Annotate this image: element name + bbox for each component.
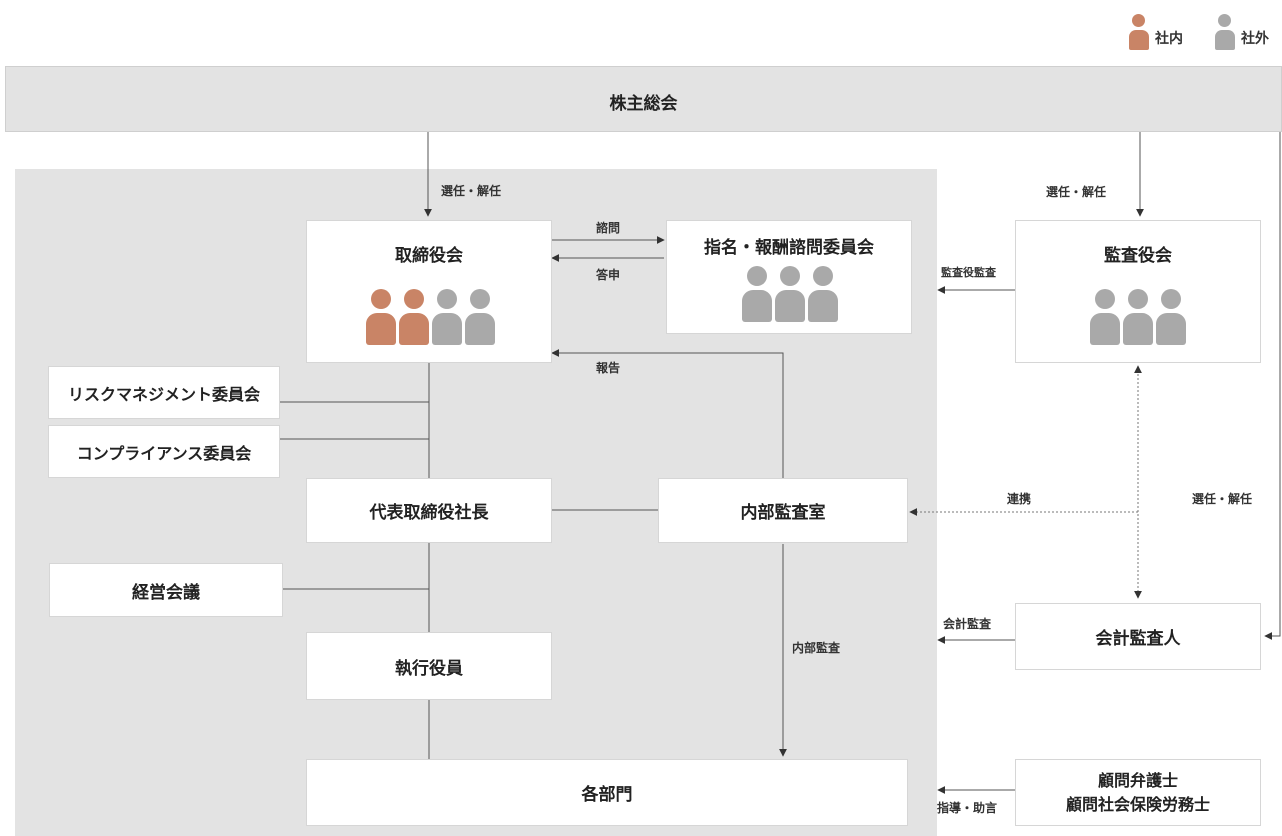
outside-person-icon <box>465 289 495 345</box>
departments-box: 各部門 <box>306 759 908 826</box>
compliance-committee-box: コンプライアンス委員会 <box>48 425 280 478</box>
guidance-label: 指導・助言 <box>937 801 998 815</box>
inside-person-icon <box>366 289 396 345</box>
outside-person-icon <box>432 289 462 345</box>
consult-label: 諮問 <box>596 221 621 235</box>
outside-person-icon <box>775 266 805 322</box>
legend-outside-label: 社外 <box>1241 31 1269 47</box>
board-title: 取締役会 <box>395 246 463 266</box>
elect-dismiss-accountant-label: 選任・解任 <box>1192 492 1253 506</box>
outside-person-icon <box>742 266 772 322</box>
audit-board-title: 監査役会 <box>1104 246 1172 266</box>
outside-person-icon <box>1215 14 1235 50</box>
shareholders-meeting-bar: 株主総会 <box>5 66 1282 132</box>
accounting-auditor-box: 会計監査人 <box>1015 603 1261 670</box>
internal-audit-label: 内部監査 <box>792 641 841 655</box>
board-box: 取締役会 <box>306 220 552 363</box>
outside-person-icon <box>808 266 838 322</box>
executive-officers-box: 執行役員 <box>306 632 552 700</box>
advisor-labor-consultant: 顧問社会保険労務士 <box>1065 794 1210 814</box>
elect-dismiss-audit-label: 選任・解任 <box>1046 185 1107 199</box>
accounting-audit-label: 会計監査 <box>943 617 992 631</box>
cooperation-label: 連携 <box>1007 492 1032 506</box>
internal-audit-office-box: 内部監査室 <box>658 478 908 543</box>
report-back-label: 答申 <box>596 268 621 282</box>
report-label: 報告 <box>596 361 621 375</box>
risk-committee-box: リスクマネジメント委員会 <box>48 366 280 419</box>
outside-person-icon <box>1156 289 1186 345</box>
audit-board-box: 監査役会 <box>1015 220 1261 363</box>
legend-inside-label: 社内 <box>1155 31 1183 47</box>
inside-person-icon <box>399 289 429 345</box>
shareholders-meeting-label: 株主総会 <box>609 94 678 114</box>
outside-person-icon <box>1090 289 1120 345</box>
nomination-committee-box: 指名・報酬諮問委員会 <box>666 220 912 334</box>
elect-dismiss-board-label: 選任・解任 <box>441 184 502 198</box>
president-box: 代表取締役社長 <box>306 478 552 543</box>
outside-person-icon <box>1123 289 1153 345</box>
inside-person-icon <box>1129 14 1149 50</box>
auditor-audit-label: 監査役監査 <box>941 266 996 279</box>
management-meeting-box: 経営会議 <box>49 563 283 617</box>
advisors-box: 顧問弁護士 顧問社会保険労務士 <box>1015 759 1261 826</box>
advisor-lawyer: 顧問弁護士 <box>1097 770 1178 790</box>
nomination-committee-title: 指名・報酬諮問委員会 <box>704 238 874 258</box>
